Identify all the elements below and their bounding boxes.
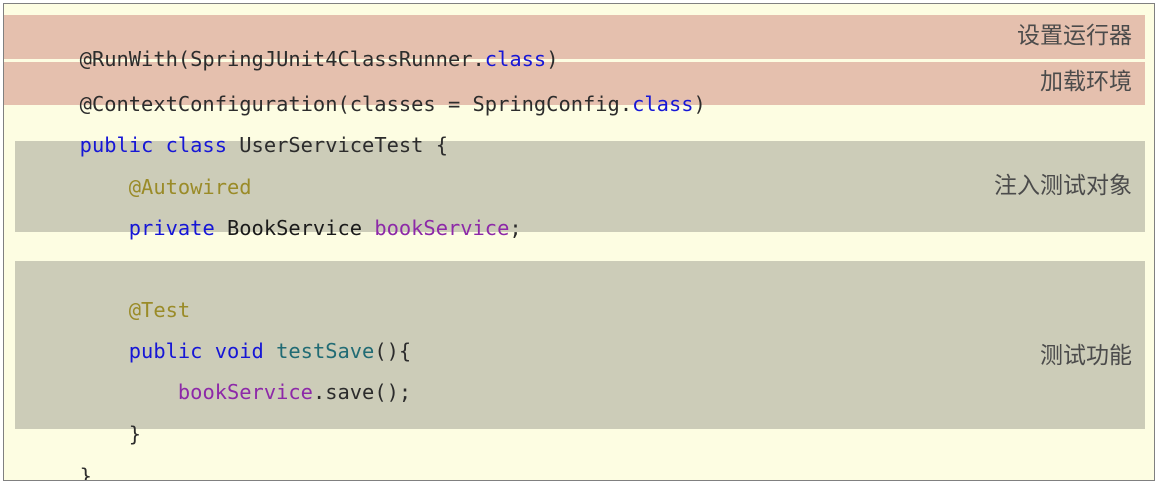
code-token-keyword: public void — [128, 339, 264, 363]
highlight-band-contextconfiguration — [4, 62, 1145, 105]
code-line-class-declaration: public class UserServiceTest { — [6, 109, 448, 181]
code-token-keyword: public class — [79, 133, 227, 157]
code-token-text: ) — [693, 92, 706, 116]
annotation-label-inject-test-object: 注入测试对象 — [994, 173, 1132, 199]
code-token-text: } — [79, 464, 92, 481]
annotation-label-set-runner: 设置运行器 — [1017, 23, 1132, 49]
highlight-band-test-function — [15, 261, 1145, 429]
code-token-text: @ContextConfiguration(classes = SpringCo… — [79, 92, 633, 116]
code-token-keyword: class — [632, 92, 694, 116]
code-token-text: @RunWith(SpringJUnit4ClassRunner. — [79, 47, 485, 71]
highlight-band-runwith — [4, 15, 1145, 59]
code-token-keyword: private — [128, 216, 215, 240]
annotation-label-test-function: 测试功能 — [1040, 343, 1132, 369]
code-line-method-declaration: public void testSave(){ — [6, 315, 411, 387]
code-token-text: .save(); — [312, 380, 412, 404]
highlight-band-inject-test-object — [15, 141, 1145, 232]
code-block-frame: @RunWith(SpringJUnit4ClassRunner.class) … — [3, 3, 1155, 481]
code-token-method-name: testSave — [276, 339, 375, 363]
code-line-closing-brace-method: } — [6, 398, 141, 470]
code-token-text: UserServiceTest { — [227, 133, 448, 157]
code-token-annotation: @Autowired — [79, 175, 252, 199]
code-line-test-annotation: @Test — [6, 274, 190, 346]
code-line-runwith: @RunWith(SpringJUnit4ClassRunner.class) — [6, 23, 559, 95]
code-token-text: } — [79, 422, 142, 446]
code-line-closing-brace-class: } — [6, 440, 92, 481]
code-line-method-call: bookService.save(); — [6, 356, 411, 428]
code-token-text: ; — [509, 216, 522, 240]
code-token-text: ) — [546, 47, 559, 71]
code-line-field-declaration: private BookService bookService; — [6, 192, 522, 264]
code-token-field: bookService — [177, 380, 313, 404]
code-token-annotation: @Test — [79, 298, 191, 322]
code-line-autowired-annotation: @Autowired — [6, 151, 252, 223]
code-token-indent — [80, 216, 129, 240]
code-line-contextconfiguration: @ContextConfiguration(classes = SpringCo… — [6, 68, 706, 140]
code-token-text: (){ — [374, 339, 412, 363]
code-token-keyword: class — [484, 47, 547, 71]
code-token-field: bookService — [374, 216, 510, 240]
annotation-label-load-environment: 加载环境 — [1040, 69, 1132, 95]
code-token-type: BookService — [214, 216, 375, 240]
